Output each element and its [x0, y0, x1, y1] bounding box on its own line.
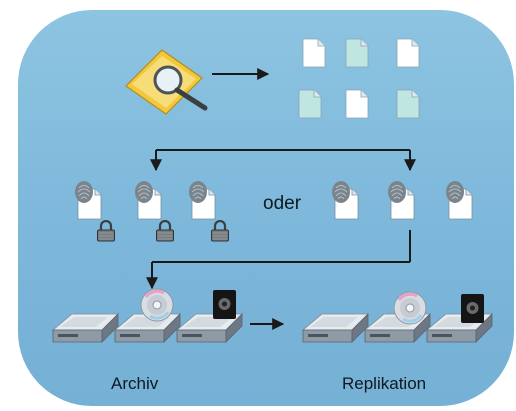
fingerprint-document-icon: [331, 180, 359, 220]
replication-label: Replikation: [342, 374, 427, 393]
split-arrows: [150, 149, 416, 172]
fingerprint-document-icon: [134, 180, 162, 220]
document-icon: [345, 38, 369, 68]
document-icon: [298, 89, 322, 119]
document-icon: [396, 89, 420, 119]
document-grid: [298, 38, 420, 119]
tape-cartridge-icon: [461, 294, 484, 323]
document-icon: [345, 89, 369, 119]
hard-drive-icon: [302, 313, 369, 343]
fingerprint-document-icon: [387, 180, 415, 220]
fingerprint-document-icon: [445, 180, 473, 220]
tape-cartridge-icon: [213, 290, 236, 319]
archive-label: Archiv: [111, 374, 159, 393]
padlock-icon: [96, 220, 116, 242]
merge-arrow: [146, 230, 411, 290]
fingerprint-document-icon: [74, 180, 102, 220]
hard-drive-icon: [52, 313, 119, 343]
or-label: oder: [263, 193, 302, 214]
padlock-icon: [210, 220, 230, 242]
document-icon: [302, 38, 326, 68]
encrypted-documents-group: [74, 180, 230, 242]
document-icon: [396, 38, 420, 68]
cd-disc-icon: [140, 288, 174, 322]
fingerprint-document-icon: [188, 180, 216, 220]
cd-disc-icon: [393, 291, 427, 325]
folder-magnifier-icon: [125, 49, 208, 115]
replication-storage-group: [302, 291, 493, 343]
fingerprint-documents-group: [331, 180, 473, 220]
padlock-icon: [155, 220, 175, 242]
archive-storage-group: [52, 288, 243, 343]
